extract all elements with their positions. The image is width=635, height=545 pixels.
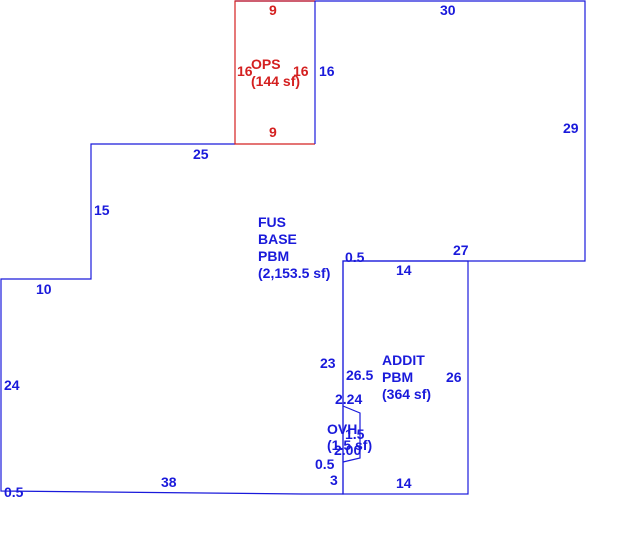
dim-lower-left-segment: 3 — [330, 472, 338, 488]
dim-bottom-left-jog: 0.5 — [4, 484, 24, 500]
dim-addit-left: 26.5 — [346, 367, 373, 383]
fus-base-line-2: BASE — [258, 231, 297, 247]
dim-upper-right-horizontal: 27 — [453, 242, 469, 258]
dim-left-edge: 24 — [4, 377, 20, 393]
ops-line-2: (144 sf) — [251, 73, 300, 89]
dim-top-edge: 30 — [440, 2, 456, 18]
addit-line-3: (364 sf) — [382, 386, 431, 402]
dim-bay-bottom: 2.00 — [334, 442, 361, 458]
addit-outline — [342, 260, 469, 495]
ops-line-1: OPS — [251, 56, 281, 72]
fus-base-line-3: PBM — [258, 248, 289, 264]
dim-addit-bottom: 14 — [396, 475, 412, 491]
dim-addit-right: 26 — [446, 369, 462, 385]
dim-ops-bottom: 9 — [269, 124, 277, 140]
dim-addit-top: 14 — [396, 262, 412, 278]
addit-line-2: PBM — [382, 369, 413, 385]
area-label-addit: ADDIT PBM (364 sf) — [382, 352, 431, 402]
dim-bottom-edge: 38 — [161, 474, 177, 490]
dim-addit-top-jog: 0.5 — [345, 249, 365, 265]
ovh-line-2: (1.5 sf) — [327, 437, 372, 453]
addit-line-1: ADDIT — [382, 352, 425, 368]
dim-ops-left: 16 — [237, 63, 253, 79]
ovh-bay-outline — [342, 405, 361, 463]
dim-left-upper-horizontal: 25 — [193, 146, 209, 162]
dim-lower-jog: 0.5 — [315, 456, 335, 472]
area-label-fus-base: FUS BASE PBM (2,153.5 sf) — [258, 214, 330, 281]
dim-ops-top: 9 — [269, 2, 277, 18]
dim-ops-right: 16 — [319, 63, 335, 79]
ovh-line-1: OVH — [327, 421, 357, 437]
dim-ops-inner-right: 16 — [293, 63, 309, 79]
dim-step-horizontal: 10 — [36, 281, 52, 297]
dim-divider-upper: 23 — [320, 355, 336, 371]
fus-base-line-1: FUS — [258, 214, 286, 230]
fus-base-line-4: (2,153.5 sf) — [258, 265, 330, 281]
dim-right-edge: 29 — [563, 120, 579, 136]
area-label-ovh: OVH (1.5 sf) — [327, 421, 372, 453]
area-label-ops: OPS (144 sf) — [251, 56, 300, 89]
fus-base-outline — [0, 0, 586, 495]
ops-outline — [234, 0, 315, 145]
dim-left-upper-vertical: 15 — [94, 202, 110, 218]
dim-bay-top: 2.24 — [335, 391, 362, 407]
dim-bay-side: 1.5 — [345, 426, 365, 442]
